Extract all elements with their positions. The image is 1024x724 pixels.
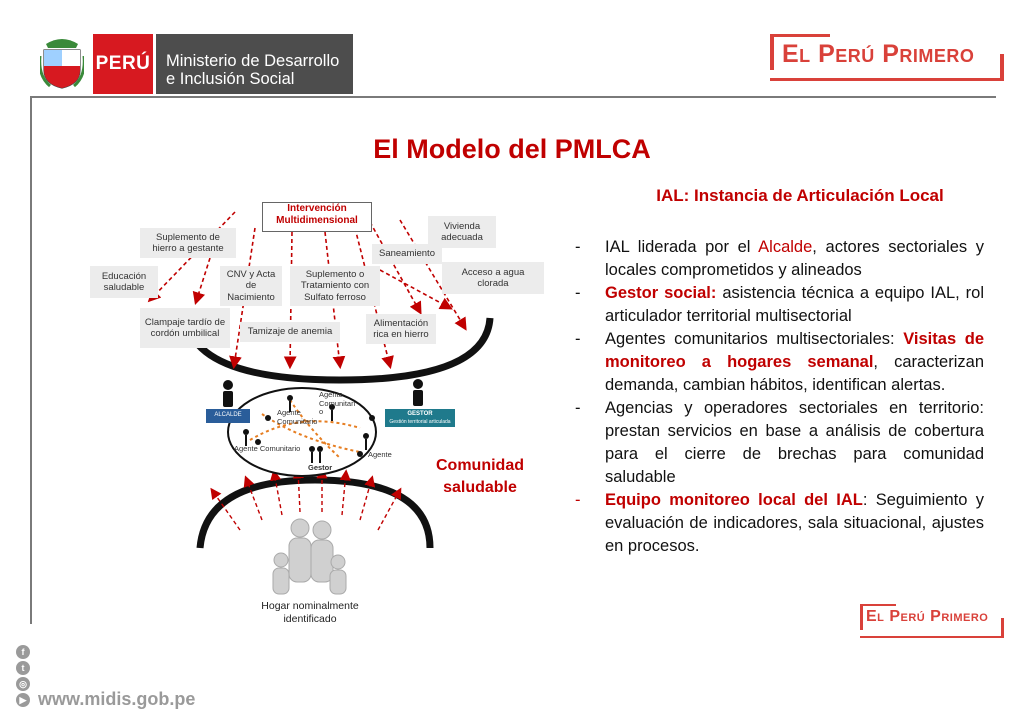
brand-text: El Perú Primero xyxy=(782,40,975,68)
slide-subtitle: IAL: Instancia de Articulación Local xyxy=(656,186,944,205)
brand-text-bottom: El Perú Primero xyxy=(866,608,989,625)
slide-title: El Modelo del PMLCA xyxy=(373,134,651,164)
ministry-logo: Ministerio de Desarrollo e Inclusión Soc… xyxy=(156,34,353,94)
household-arrows xyxy=(210,467,402,531)
box-tamizaje: Tamizaje de anemia xyxy=(240,322,340,342)
agente-label-1: Agente Comunitario xyxy=(277,408,318,426)
brand-logo-bottom: El Perú Primero xyxy=(860,604,1006,638)
ministry-line2: e Inclusión Social xyxy=(166,70,295,88)
pmlca-diagram xyxy=(147,211,494,595)
brand-logo-top: El Perú Primero xyxy=(770,34,1008,81)
bullet-item: -IAL liderada por el Alcalde, actores se… xyxy=(575,238,984,279)
alcalde-figure xyxy=(223,380,233,407)
instagram-icon[interactable]: ◎ xyxy=(16,677,30,691)
ial-ellipse xyxy=(227,387,377,477)
gestor-sublabel: Gestión territorial articulada xyxy=(389,419,451,425)
box-alimentacion: Alimentación rica en hierro xyxy=(366,314,436,344)
agente-label-4: Agente xyxy=(368,450,392,459)
bullet-item: -Agentes comunitarios multisectoriales: … xyxy=(575,330,984,394)
box-clampaje: Clampaje tardío de cordón umbilical xyxy=(140,308,230,348)
agente-label-2: Agente Comunitari o xyxy=(319,390,356,416)
bullet-item: -Gestor social: asistencia técnica a equ… xyxy=(575,284,984,325)
community-agents xyxy=(243,395,375,463)
bullet-list: -IAL liderada por el Alcalde, actores se… xyxy=(575,236,984,558)
gestor-label-bg xyxy=(385,409,455,427)
box-suplemento-sulfato: Suplemento o Tratamiento con Sulfato fer… xyxy=(290,266,380,306)
gestor-label: GESTOR xyxy=(407,411,433,417)
box-suplemento-gestante: Suplemento de hierro a gestante xyxy=(140,228,236,258)
upper-arc xyxy=(182,317,494,384)
bullet-item: -Agencias y operadores sectoriales en te… xyxy=(575,399,984,486)
box-cnv: CNV y Acta de Nacimiento xyxy=(220,266,282,306)
peru-logo: PERÚ xyxy=(93,34,153,94)
box-vivienda: Vivienda adecuada xyxy=(428,216,496,248)
ministry-line1: Ministerio de Desarrollo xyxy=(166,52,340,70)
intervention-main-box: Intervención Multidimensional xyxy=(262,202,372,232)
left-rule xyxy=(30,96,32,624)
agente-label-3: Agente Comunitario xyxy=(234,444,301,453)
top-rule xyxy=(32,96,996,98)
lower-arc xyxy=(196,476,434,549)
alcalde-label-bg xyxy=(206,409,250,423)
peru-coat-of-arms-icon xyxy=(38,36,86,90)
gestor-figure xyxy=(413,379,423,406)
hogar-label: Hogar nominalmente identificado xyxy=(261,600,359,625)
twitter-icon[interactable]: t xyxy=(16,661,30,675)
gestor-center-label: Gestor xyxy=(308,463,333,472)
box-agua: Acceso a agua clorada xyxy=(442,262,544,294)
bullet-item: -Equipo monitoreo local del IAL: Seguimi… xyxy=(575,491,984,555)
comunidad-saludable-label: Comunidad saludable xyxy=(436,457,524,496)
youtube-icon[interactable]: ▶ xyxy=(16,693,30,707)
connection-lines xyxy=(249,399,361,459)
facebook-icon[interactable]: f xyxy=(16,645,30,659)
box-saneamiento: Saneamiento xyxy=(372,244,442,264)
alcalde-label: ALCALDE xyxy=(214,412,242,418)
box-educacion: Educación saludable xyxy=(90,266,158,298)
family-icon xyxy=(272,518,347,595)
website-link[interactable]: www.midis.gob.pe xyxy=(38,689,196,709)
